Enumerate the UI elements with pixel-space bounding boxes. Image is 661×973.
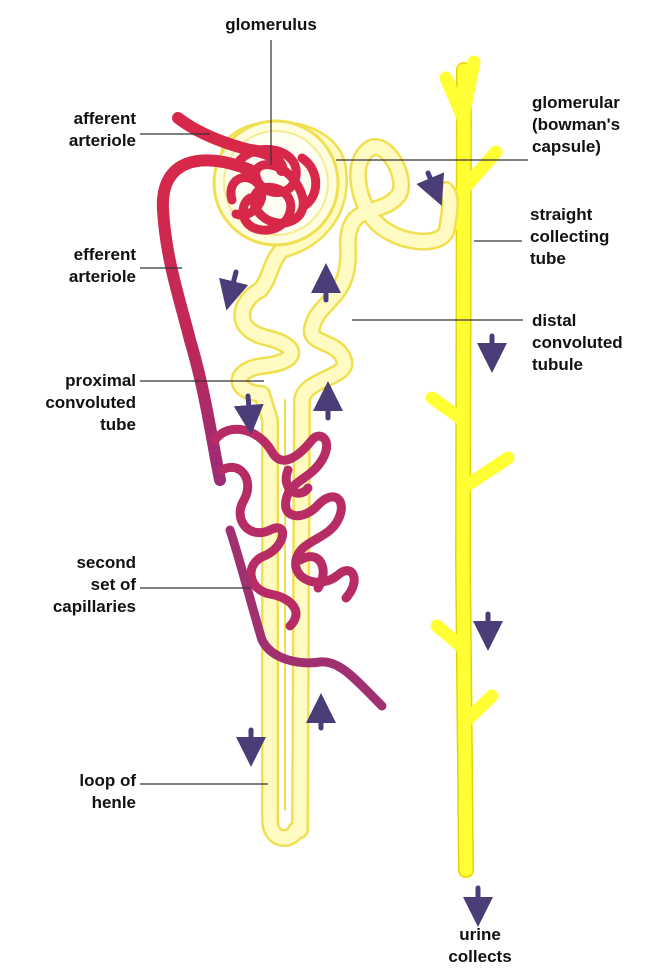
label-line: tube — [530, 248, 656, 270]
label-glomerulus: glomerulus — [209, 14, 333, 36]
label-line: henle — [20, 792, 136, 814]
label-line: arteriole — [20, 130, 136, 152]
label-second-set-of-capillaries: second set of capillaries — [20, 552, 136, 618]
label-straight-collecting-tube: straight collecting tube — [530, 204, 656, 270]
label-line: convoluted — [532, 332, 658, 354]
label-loop-of-henle: loop of henle — [20, 770, 136, 814]
label-line: proximal — [20, 370, 136, 392]
label-line: (bowman's — [532, 114, 658, 136]
label-line: straight — [530, 204, 656, 226]
label-line: collects — [430, 946, 530, 968]
label-line: glomerulus — [209, 14, 333, 36]
flow-arrow — [230, 272, 236, 296]
label-line: arteriole — [20, 266, 136, 288]
label-line: efferent — [20, 244, 136, 266]
label-line: afferent — [20, 108, 136, 130]
flow-arrow — [248, 396, 250, 420]
label-glomerular-capsule: glomerular (bowman's capsule) — [532, 92, 658, 158]
label-urine-collects: urine collects — [430, 924, 530, 968]
label-line: second — [20, 552, 136, 574]
label-line: tube — [20, 414, 136, 436]
label-line: glomerular — [532, 92, 658, 114]
label-distal-convoluted-tubule: distal convoluted tubule — [532, 310, 658, 376]
flow-arrow — [428, 173, 436, 192]
label-line: urine — [430, 924, 530, 946]
label-line: capillaries — [20, 596, 136, 618]
label-line: convoluted — [20, 392, 136, 414]
label-line: tubule — [532, 354, 658, 376]
label-efferent-arteriole: efferent arteriole — [20, 244, 136, 288]
label-line: capsule) — [532, 136, 658, 158]
label-afferent-arteriole: afferent arteriole — [20, 108, 136, 152]
label-line: set of — [20, 574, 136, 596]
label-proximal-convoluted-tube: proximal convoluted tube — [20, 370, 136, 436]
label-line: loop of — [20, 770, 136, 792]
label-line: distal — [532, 310, 658, 332]
label-line: collecting — [530, 226, 656, 248]
